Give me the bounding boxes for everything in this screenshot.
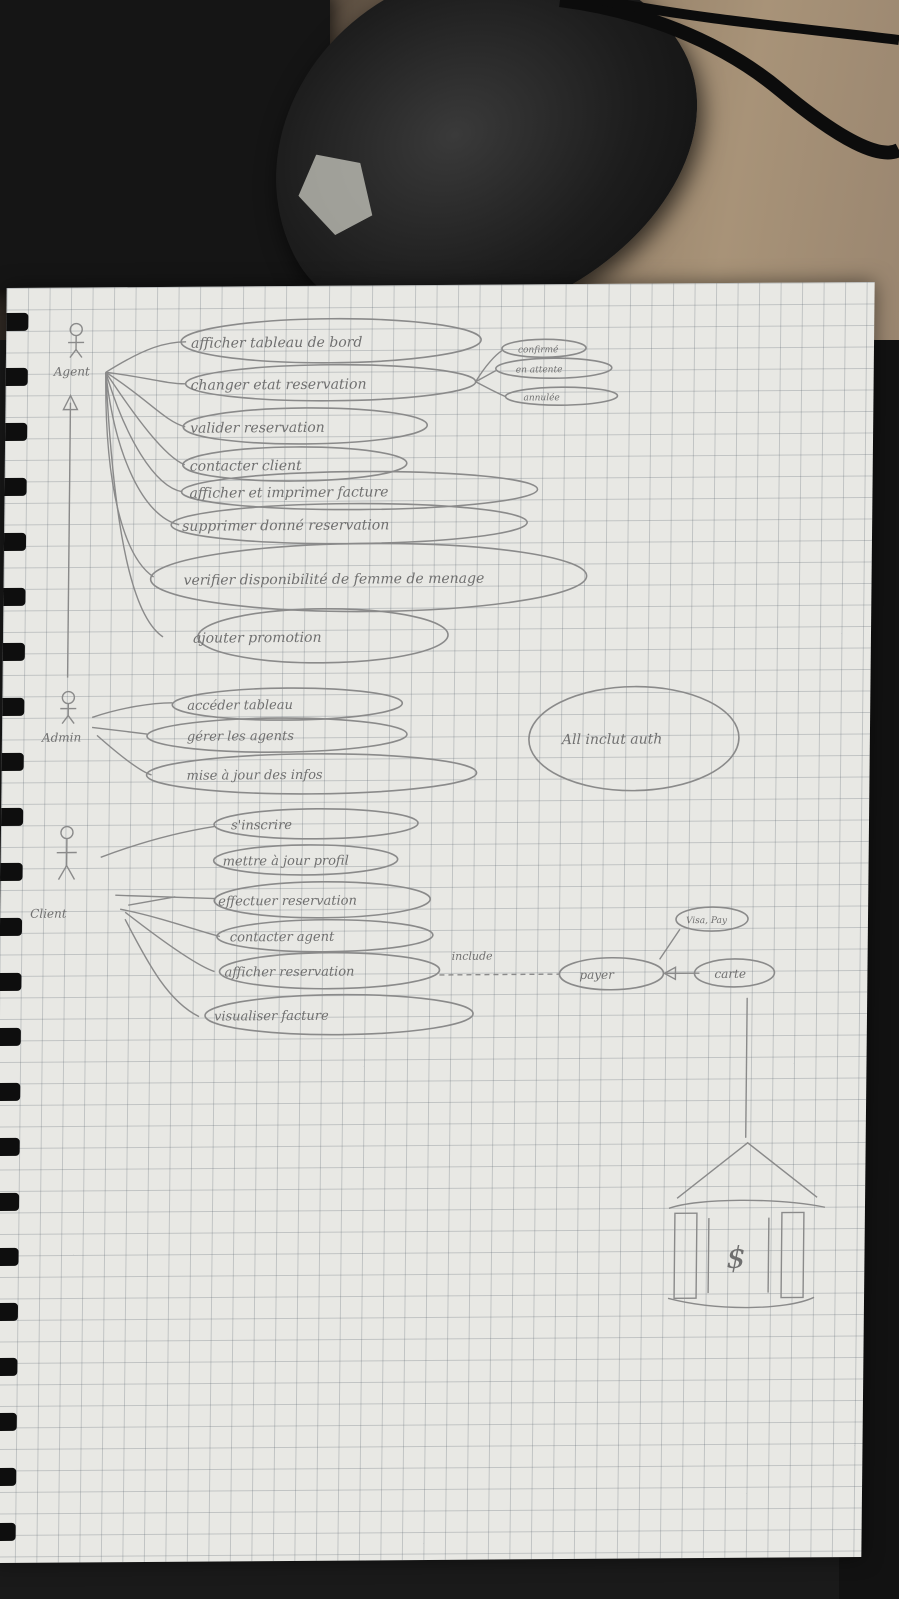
use-case-oval bbox=[145, 753, 478, 795]
use-case-oval bbox=[213, 808, 419, 840]
use-case-label: verifier disponibilité de femme de menag… bbox=[184, 571, 485, 589]
client-label: Client bbox=[30, 907, 67, 921]
use-case-label: ajouter promotion bbox=[193, 630, 322, 647]
payment-note: Visa, Pay bbox=[686, 916, 728, 926]
use-case-sketch: Agent afficher tableau de bord changer e… bbox=[30, 317, 826, 1309]
option-label: en attente bbox=[516, 365, 563, 375]
admin-use-cases: accéder tableau gérer les agents mise à … bbox=[91, 687, 478, 795]
use-case-label: effectuer reservation bbox=[218, 894, 357, 910]
option-oval bbox=[494, 357, 613, 380]
black-tablet bbox=[0, 0, 330, 290]
use-case-label: accéder tableau bbox=[187, 698, 293, 714]
note-oval bbox=[675, 906, 749, 932]
option-label: annulée bbox=[523, 392, 559, 403]
option-label: confirmé bbox=[518, 344, 559, 355]
card-label: carte bbox=[714, 967, 746, 981]
use-case-label: contacter agent bbox=[230, 930, 335, 946]
use-case-oval bbox=[204, 993, 474, 1036]
use-case-label: valider reservation bbox=[190, 420, 325, 437]
use-case-oval bbox=[216, 918, 434, 953]
use-case-oval bbox=[146, 717, 408, 753]
include-label: include bbox=[452, 950, 494, 963]
use-case-label: gérer les agents bbox=[187, 729, 294, 745]
use-case-oval bbox=[197, 607, 449, 664]
admin-label: Admin bbox=[41, 730, 81, 744]
client-use-cases: s'inscrire mettre à jour profil effectue… bbox=[100, 808, 474, 1036]
agent-label: Agent bbox=[53, 364, 90, 378]
use-case-label: mettre à jour profil bbox=[223, 854, 349, 870]
svg-text:$: $ bbox=[726, 1241, 745, 1276]
card-oval bbox=[693, 958, 776, 988]
arrow-head-icon bbox=[62, 394, 79, 411]
use-case-label: afficher et imprimer facture bbox=[189, 484, 388, 501]
use-case-oval bbox=[149, 542, 588, 613]
use-case-label: visualiser facture bbox=[214, 1009, 329, 1025]
admin-actor: Admin bbox=[41, 690, 81, 745]
arrow-head-icon bbox=[662, 966, 677, 981]
option-oval bbox=[501, 338, 587, 359]
note-text: All inclut auth bbox=[560, 731, 663, 748]
generalization-line bbox=[66, 402, 72, 678]
use-case-label: afficher reservation bbox=[224, 965, 354, 981]
state-options: confirmé en attente annulée bbox=[475, 338, 619, 406]
agent-use-cases: afficher tableau de bord changer etat re… bbox=[105, 317, 588, 664]
use-case-label: s'inscrire bbox=[231, 818, 292, 833]
client-actor: Client bbox=[30, 825, 77, 921]
use-case-label: mise à jour des infos bbox=[186, 768, 323, 784]
payment-flow: include payer carte Visa, Pay bbox=[439, 906, 776, 1138]
use-case-oval bbox=[171, 687, 404, 721]
graph-paper-sheet: Agent afficher tableau de bord changer e… bbox=[0, 281, 875, 1564]
agent-actor: Agent bbox=[53, 322, 90, 379]
use-case-label: changer etat reservation bbox=[191, 377, 367, 394]
use-case-label: supprimer donné reservation bbox=[182, 517, 389, 534]
bank-building-icon: $ bbox=[667, 1141, 826, 1309]
all-include-auth-note: All inclut auth bbox=[528, 685, 740, 792]
option-oval bbox=[504, 386, 619, 406]
mouse-cable bbox=[559, 0, 899, 160]
use-case-oval bbox=[212, 844, 399, 876]
use-case-oval bbox=[213, 880, 432, 919]
use-case-oval bbox=[218, 951, 441, 990]
use-case-label: contacter client bbox=[190, 458, 302, 475]
use-case-oval bbox=[182, 446, 408, 482]
pay-label: payer bbox=[579, 968, 615, 982]
use-case-label: afficher tableau de bord bbox=[191, 335, 362, 352]
